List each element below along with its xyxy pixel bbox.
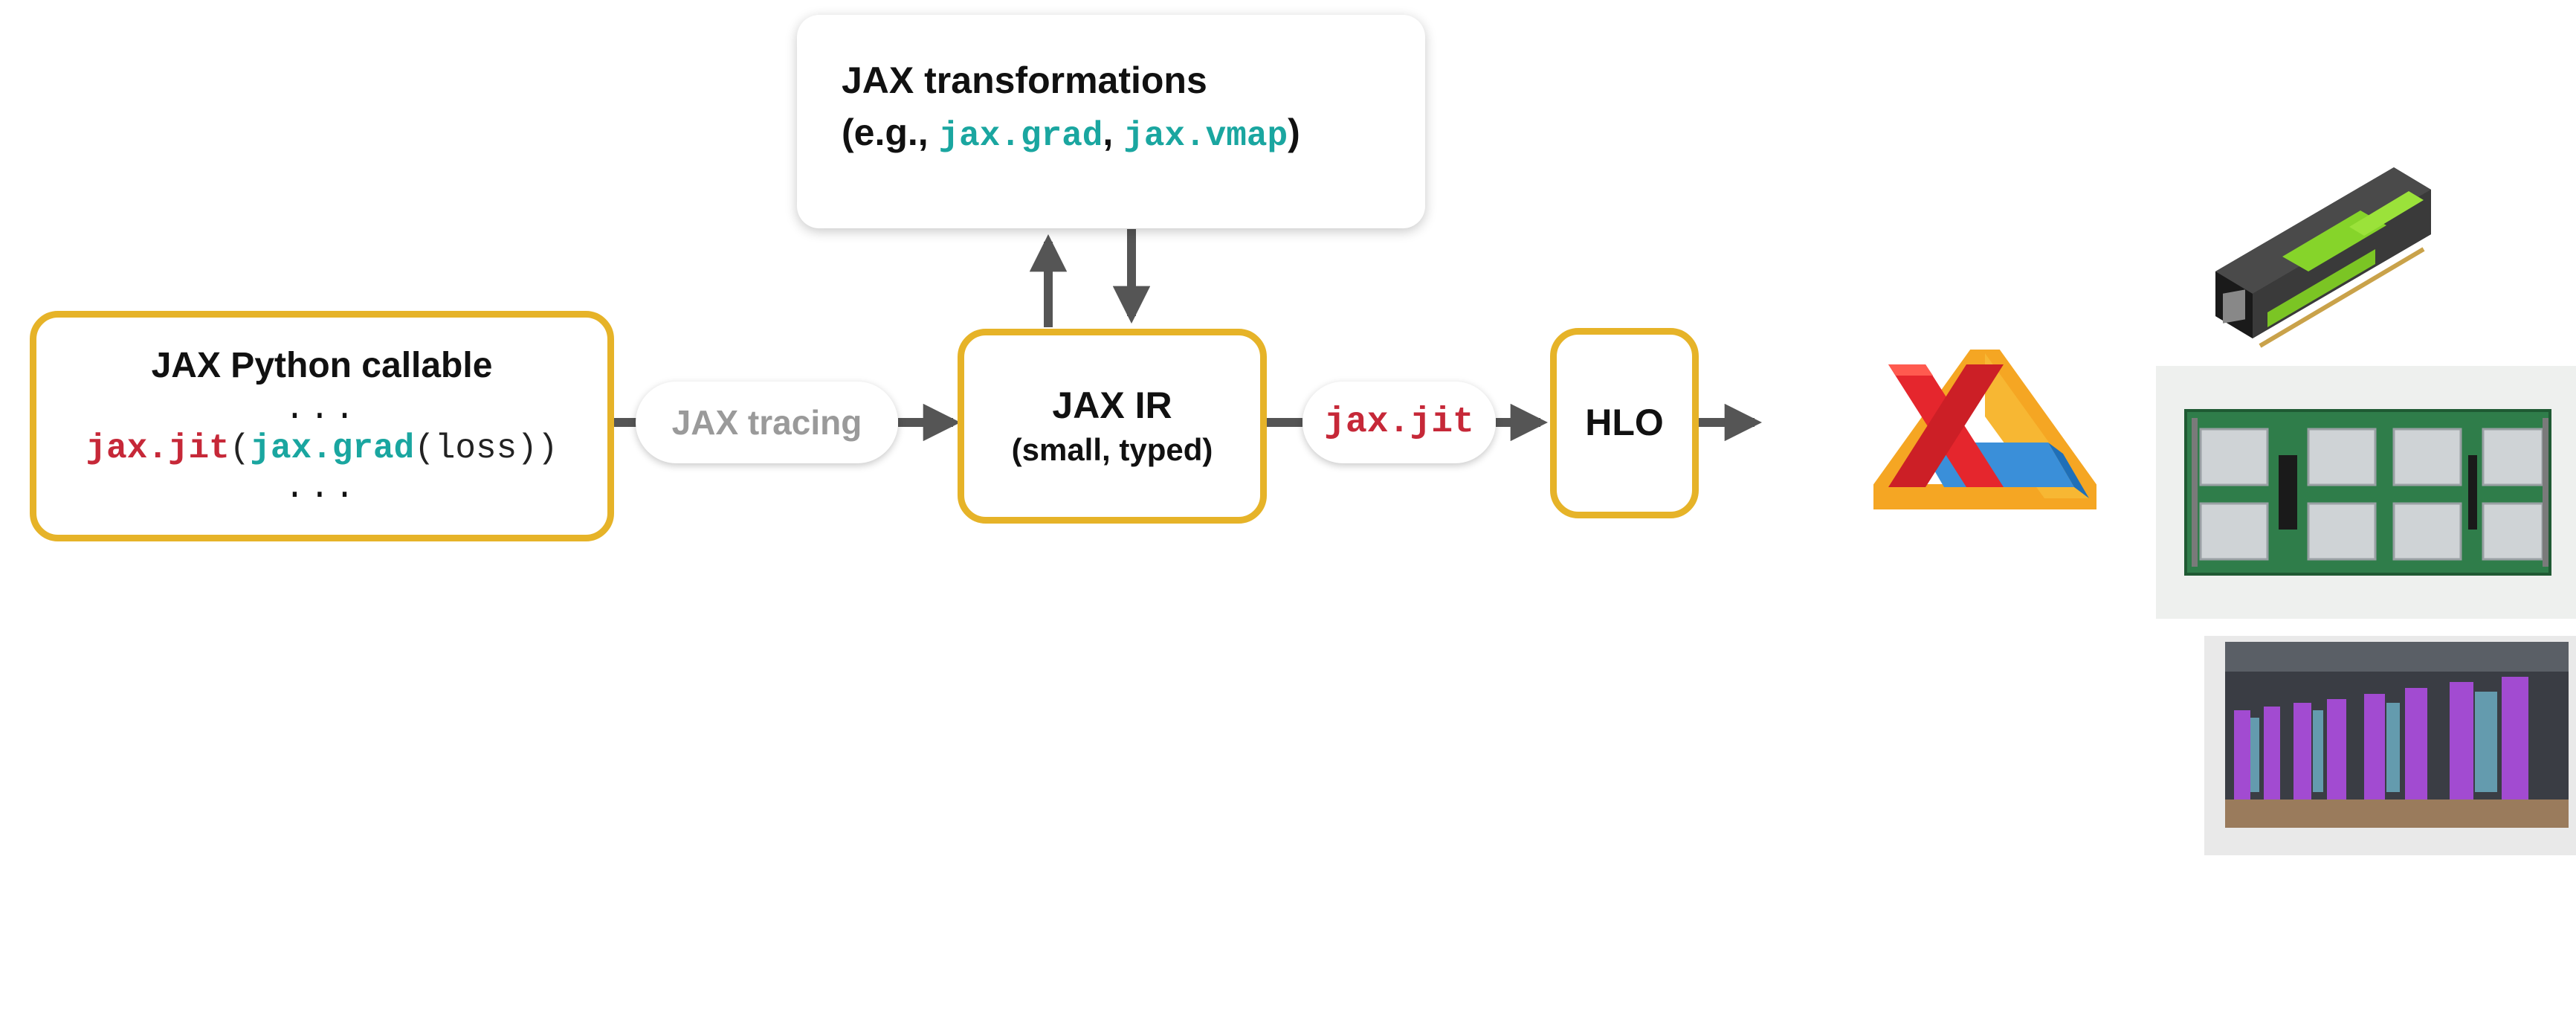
examples-suffix: ) (1288, 111, 1300, 153)
jax-jit-label: jax.jit (1324, 402, 1474, 443)
transformations-examples: (e.g., jax.grad, jax.vmap) (842, 112, 1425, 156)
code-jax-grad: jax.grad (938, 116, 1103, 155)
gpu-card-image (2215, 167, 2431, 348)
tpu-pod-image (2204, 636, 2576, 855)
code-jax-jit: jax.jit (85, 429, 230, 468)
transformations-card: JAX transformations (e.g., jax.grad, jax… (797, 15, 1425, 228)
code-open-paren: ( (229, 429, 251, 468)
python-callable-box: JAX Python callable ... jax.jit(jax.grad… (30, 311, 614, 541)
code-line: jax.jit(jax.grad(loss)) (86, 428, 558, 469)
python-callable-title: JAX Python callable (151, 346, 493, 386)
jax-ir-title: JAX IR (1052, 385, 1172, 427)
code-ellipsis-bottom: ... (284, 469, 360, 508)
jax-jit-pill: jax.jit (1302, 382, 1496, 463)
transformations-title: JAX transformations (842, 59, 1207, 101)
hlo-label: HLO (1585, 402, 1664, 444)
code-jax-grad-call: jax.grad (250, 429, 415, 468)
examples-prefix: (e.g., (842, 111, 939, 153)
jax-tracing-label: JAX tracing (671, 403, 862, 442)
jax-ir-box: JAX IR (small, typed) (958, 329, 1267, 524)
jax-ir-subtitle: (small, typed) (1011, 431, 1213, 467)
examples-separator: , (1103, 111, 1124, 153)
hlo-box: HLO (1550, 328, 1699, 518)
code-ellipsis-top: ... (284, 390, 360, 429)
code-loss-args: (loss)) (414, 429, 558, 468)
tpu-board-image (2156, 366, 2576, 619)
jax-tracing-pill: JAX tracing (636, 382, 898, 463)
xla-logo-icon (1873, 350, 2096, 509)
code-jax-vmap: jax.vmap (1123, 116, 1288, 155)
